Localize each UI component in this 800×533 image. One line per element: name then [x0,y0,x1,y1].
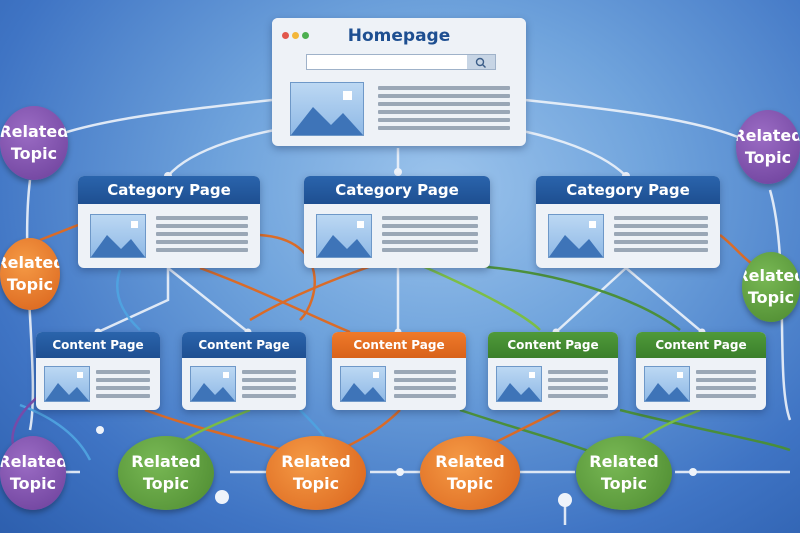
image-placeholder-icon [644,366,690,402]
related-topic-bubble[interactable]: Related Topic [420,436,520,510]
related-topic-bubble[interactable]: Related Topic [0,436,66,510]
text-lines [696,370,756,402]
related-topic-bubble[interactable]: Related Topic [576,436,672,510]
window-dots-icon [282,24,312,43]
related-topic-bubble[interactable]: Related Topic [736,110,800,184]
content-page-card[interactable]: Content Page [488,332,618,410]
related-topic-label: Related Topic [131,452,201,493]
image-placeholder-icon [190,366,236,402]
image-placeholder-icon [290,82,364,136]
text-lines [614,216,708,256]
category-page-title: Category Page [78,176,260,204]
image-placeholder-icon [44,366,90,402]
content-page-card[interactable]: Content Page [332,332,466,410]
category-page-title: Category Page [304,176,490,204]
search-bar[interactable] [306,54,496,70]
category-page-title: Category Page [536,176,720,204]
image-placeholder-icon [316,214,372,258]
related-topic-label: Related Topic [435,452,505,493]
homepage-card[interactable]: Homepage [272,18,526,146]
related-topic-label: Related Topic [589,452,659,493]
image-placeholder-icon [340,366,386,402]
content-page-card[interactable]: Content Page [36,332,160,410]
content-page-card[interactable]: Content Page [636,332,766,410]
related-topic-bubble[interactable]: Related Topic [0,238,60,310]
content-page-title: Content Page [182,332,306,358]
content-page-title: Content Page [636,332,766,358]
text-lines [378,86,510,134]
text-lines [548,370,608,402]
category-page-card[interactable]: Category Page [304,176,490,268]
related-topic-label: Related Topic [0,253,60,294]
text-lines [242,370,296,402]
related-topic-label: Related Topic [742,266,800,307]
related-topic-label: Related Topic [0,452,66,493]
image-placeholder-icon [90,214,146,258]
text-lines [382,216,478,256]
related-topic-label: Related Topic [736,126,800,167]
image-placeholder-icon [548,214,604,258]
content-page-title: Content Page [488,332,618,358]
content-page-title: Content Page [36,332,160,358]
text-lines [96,370,150,402]
content-page-card[interactable]: Content Page [182,332,306,410]
category-page-card[interactable]: Category Page [78,176,260,268]
image-placeholder-icon [496,366,542,402]
related-topic-bubble[interactable]: Related Topic [742,252,800,322]
content-page-title: Content Page [332,332,466,358]
related-topic-bubble[interactable]: Related Topic [266,436,366,510]
related-topic-label: Related Topic [281,452,351,493]
homepage-title: Homepage [272,18,526,50]
related-topic-bubble[interactable]: Related Topic [118,436,214,510]
category-page-card[interactable]: Category Page [536,176,720,268]
search-icon[interactable] [467,55,495,69]
text-lines [394,370,456,402]
related-topic-label: Related Topic [0,122,68,163]
related-topic-bubble[interactable]: Related Topic [0,106,68,180]
text-lines [156,216,248,256]
